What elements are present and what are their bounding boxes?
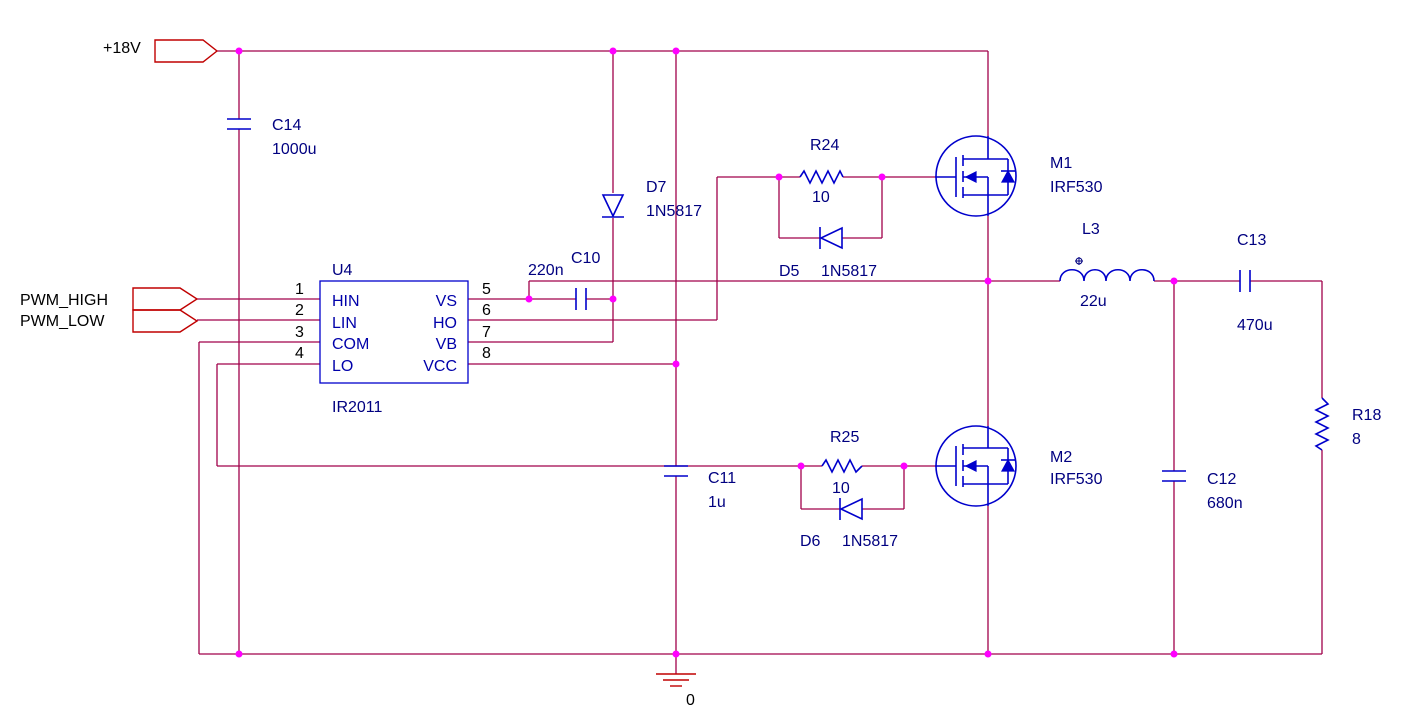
capacitor-c12: C12 680n — [1162, 470, 1243, 512]
junction-dot — [235, 650, 243, 658]
pin-number-8: 8 — [482, 345, 491, 362]
junction-dot — [235, 47, 243, 55]
ground-label: 0 — [686, 692, 695, 709]
l3-value: 22u — [1080, 293, 1107, 310]
m2-ref: M2 — [1050, 449, 1072, 466]
r24-ref: R24 — [810, 137, 839, 154]
resistor-r25: R25 10 — [821, 429, 863, 497]
ic-part: IR2011 — [332, 399, 383, 416]
junction-dot — [1170, 650, 1178, 658]
pin-number-1: 1 — [295, 281, 304, 298]
m1-value: IRF530 — [1050, 179, 1103, 196]
d7-ref: D7 — [646, 179, 667, 196]
diode-d5: D5 1N5817 — [779, 226, 877, 280]
inductor-l3: L3 22u — [1059, 221, 1155, 310]
junction-dot — [672, 650, 680, 658]
junction-dot — [984, 277, 992, 285]
wires — [197, 50, 1323, 674]
capacitor-c10: C10 220n — [528, 250, 600, 310]
c11-value: 1u — [708, 494, 726, 511]
c13-ref: C13 — [1237, 232, 1266, 249]
mosfet-m1: M1 IRF530 — [935, 135, 1103, 217]
r18-value: 8 — [1352, 431, 1361, 448]
capacitor-c11: C11 1u — [664, 465, 736, 511]
junction-dot — [878, 173, 886, 181]
ic-ref: U4 — [332, 262, 353, 279]
port-vplus: +18V — [103, 39, 219, 63]
pin-name-vb: VB — [436, 336, 457, 353]
pin-name-vcc: VCC — [423, 358, 457, 375]
capacitor-c14: C14 1000u — [227, 117, 317, 158]
r25-ref: R25 — [830, 429, 859, 446]
junction-dot — [609, 47, 617, 55]
pin-number-4: 4 — [295, 345, 304, 362]
port-pwm-low: PWM_LOW — [20, 309, 199, 333]
c12-value: 680n — [1207, 495, 1243, 512]
junction-dot — [1170, 277, 1178, 285]
pin-name-lin: LIN — [332, 315, 357, 332]
diode-d6: D6 1N5817 — [800, 497, 898, 550]
c14-value: 1000u — [272, 141, 317, 158]
pin-number-6: 6 — [482, 302, 491, 319]
d5-value: 1N5817 — [821, 263, 877, 280]
c12-ref: C12 — [1207, 471, 1236, 488]
pin-name-lo: LO — [332, 358, 353, 375]
pin-number-7: 7 — [482, 324, 491, 341]
c10-value: 220n — [528, 262, 564, 279]
r18-ref: R18 — [1352, 407, 1381, 424]
junction-dot — [672, 47, 680, 55]
pin-name-vs: VS — [436, 293, 457, 310]
d5-ref: D5 — [779, 263, 800, 280]
d6-ref: D6 — [800, 533, 821, 550]
junctions — [235, 47, 1178, 658]
port-pwm-low-label: PWM_LOW — [20, 313, 105, 330]
r24-value: 10 — [812, 189, 830, 206]
junction-dot — [672, 360, 680, 368]
mosfet-m2: M2 IRF530 — [935, 425, 1103, 507]
capacitor-c13: C13 470u — [1237, 232, 1273, 334]
pin-name-com: COM — [332, 336, 369, 353]
m2-value: IRF530 — [1050, 471, 1103, 488]
junction-dot — [797, 462, 805, 470]
port-pwm-high: PWM_HIGH — [20, 287, 199, 311]
pin-name-hin: HIN — [332, 293, 360, 310]
junction-dot — [609, 295, 617, 303]
c10-ref: C10 — [571, 250, 600, 267]
pin-number-2: 2 — [295, 302, 304, 319]
pin-number-5: 5 — [482, 281, 491, 298]
port-vplus-label: +18V — [103, 40, 141, 57]
c14-ref: C14 — [272, 117, 301, 134]
junction-dot — [984, 650, 992, 658]
diode-d7: D7 1N5817 — [601, 179, 702, 220]
ic-u4: U4 IR2011 1 2 3 4 5 6 7 8 HIN LIN COM LO… — [295, 262, 491, 416]
r25-value: 10 — [832, 480, 850, 497]
d7-value: 1N5817 — [646, 203, 702, 220]
junction-dot — [525, 295, 533, 303]
l3-ref: L3 — [1082, 221, 1100, 238]
junction-dot — [775, 173, 783, 181]
c11-ref: C11 — [708, 470, 736, 487]
c13-value: 470u — [1237, 317, 1273, 334]
m1-ref: M1 — [1050, 155, 1072, 172]
resistor-r18: R18 8 — [1314, 397, 1381, 451]
pin-name-ho: HO — [433, 315, 457, 332]
junction-dot — [900, 462, 908, 470]
resistor-r24: R24 10 — [799, 137, 844, 206]
port-pwm-high-label: PWM_HIGH — [20, 292, 108, 309]
d6-value: 1N5817 — [842, 533, 898, 550]
ground-symbol: 0 — [656, 673, 696, 709]
pin-number-3: 3 — [295, 324, 304, 341]
